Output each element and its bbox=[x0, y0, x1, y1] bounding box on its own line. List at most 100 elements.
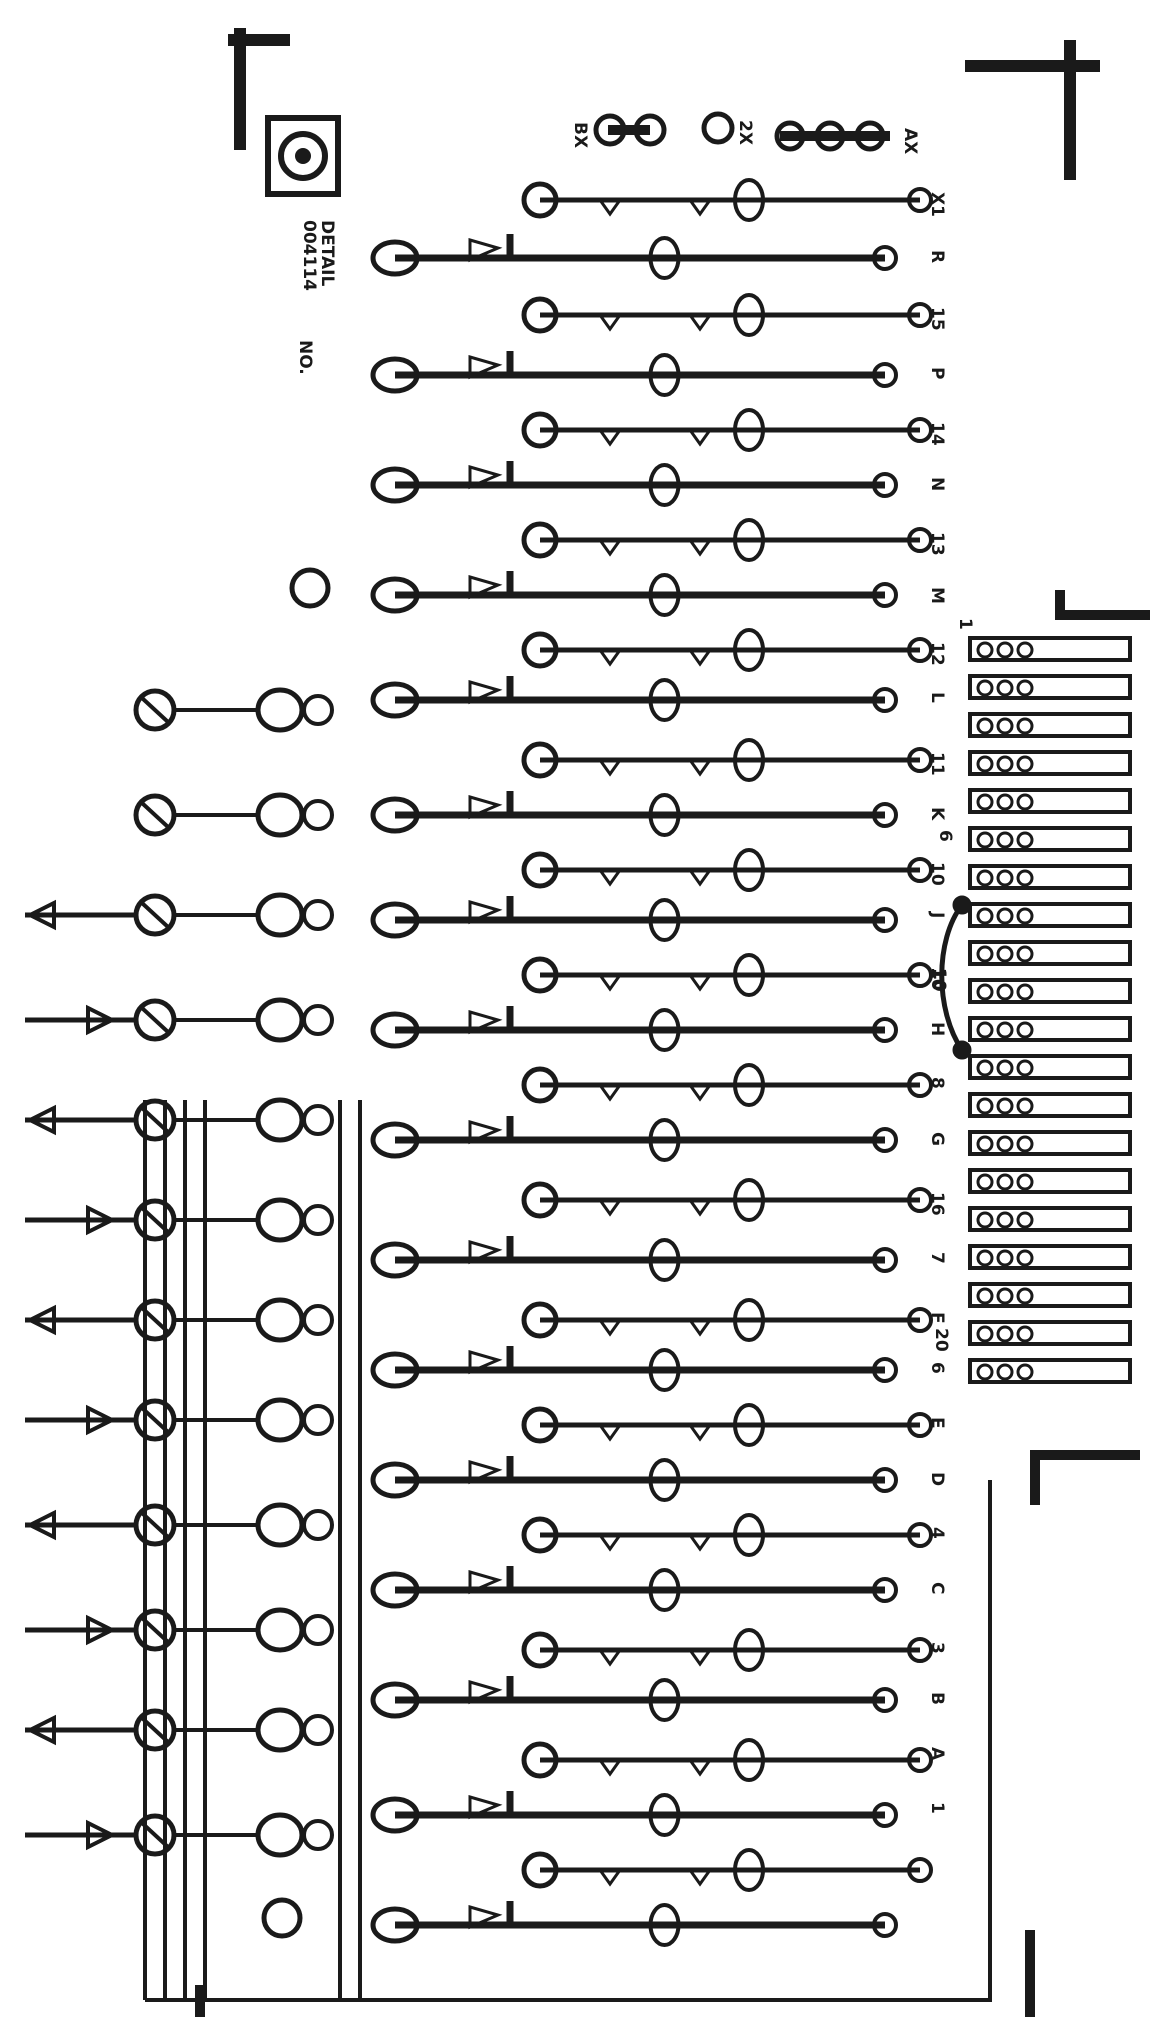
jumper-dot-bottom bbox=[952, 1040, 972, 1060]
trace-mid-pad-28 bbox=[733, 1738, 765, 1782]
resistor-tick-a-18 bbox=[598, 1199, 622, 1217]
terminal-pad-b-4 bbox=[302, 1104, 334, 1136]
connector-pad-20-1 bbox=[996, 1363, 1014, 1381]
connector-finger-2 bbox=[968, 674, 1132, 700]
trace-mid-pad-2 bbox=[733, 293, 765, 337]
trace-end-pad-right-20 bbox=[907, 1307, 933, 1333]
input-arrow-5 bbox=[86, 1204, 117, 1236]
trace-mid-pad-27 bbox=[648, 1678, 681, 1722]
connector-finger-5 bbox=[968, 788, 1132, 814]
trace-mid-pad-0 bbox=[733, 178, 765, 222]
screw-terminal-5 bbox=[133, 1198, 177, 1242]
strip-label-21: 16 bbox=[927, 1192, 947, 1216]
detail-block: DETAIL NO. 004114 bbox=[265, 115, 341, 375]
trace-end-pad-left-19 bbox=[370, 1241, 420, 1279]
trace-end-pad-right-26 bbox=[907, 1637, 933, 1663]
connector-pad-19-2 bbox=[1016, 1325, 1034, 1343]
detail-no-label: NO. bbox=[295, 340, 315, 375]
connector-finger-20 bbox=[968, 1358, 1132, 1384]
connector-pad-15-1 bbox=[996, 1173, 1014, 1191]
terminal-pad-b-2 bbox=[302, 899, 334, 931]
terminal-pad-a-1 bbox=[255, 792, 305, 838]
diode-triangle-1 bbox=[468, 238, 503, 263]
pcb-traces bbox=[25, 28, 1150, 2017]
detail-logo-ring bbox=[278, 131, 328, 181]
trace-end-pad-right-12 bbox=[907, 857, 933, 883]
trace-end-pad-right-10 bbox=[907, 747, 933, 773]
trace-end-pad-right-7 bbox=[872, 582, 898, 608]
trace-end-pad-right-0 bbox=[907, 187, 933, 213]
connector-pad-20-0 bbox=[976, 1363, 994, 1381]
trace-end-pad-left-27 bbox=[370, 1681, 420, 1719]
terminal-pad-b-1 bbox=[302, 799, 334, 831]
strip-label-13: 11 bbox=[927, 752, 947, 776]
connector-finger-11 bbox=[968, 1016, 1132, 1042]
trace-end-pad-right-3 bbox=[872, 362, 898, 388]
connector-pad-12-2 bbox=[1016, 1059, 1034, 1077]
connector-finger-17 bbox=[968, 1244, 1132, 1270]
trace-end-pad-left-6 bbox=[521, 521, 559, 559]
strip-label-8: N bbox=[927, 477, 947, 491]
resistor-tick-a-24 bbox=[598, 1534, 622, 1552]
diode-triangle-11 bbox=[468, 795, 503, 820]
connector-pad-14-2 bbox=[1016, 1135, 1034, 1153]
resistor-tick-a-30 bbox=[598, 1869, 622, 1887]
connector-pad-15-0 bbox=[976, 1173, 994, 1191]
trace-mid-pad-16 bbox=[733, 1063, 765, 1107]
screw-terminal-0 bbox=[133, 688, 177, 732]
diode-triangle-23 bbox=[468, 1460, 503, 1485]
terminal-pad-a-5 bbox=[255, 1197, 305, 1243]
connector-pad-3-0 bbox=[976, 717, 994, 735]
connector-finger-3 bbox=[968, 712, 1132, 738]
terminal-pad-a-2 bbox=[255, 892, 305, 938]
connector-finger-8 bbox=[968, 902, 1132, 928]
strip-label-29: 3 bbox=[927, 1642, 947, 1654]
trace-end-pad-left-29 bbox=[370, 1796, 420, 1834]
connector-pin-6-label: 6 bbox=[935, 830, 955, 842]
connector-pad-9-1 bbox=[996, 945, 1014, 963]
strip-label-23: F bbox=[927, 1312, 947, 1324]
trace-mid-pad-14 bbox=[733, 953, 765, 997]
connector-pad-7-1 bbox=[996, 869, 1014, 887]
trace-mid-pad-30 bbox=[733, 1848, 765, 1892]
connector-pad-11-0 bbox=[976, 1021, 994, 1039]
connector-finger-14 bbox=[968, 1130, 1132, 1156]
resistor-tick-b-0 bbox=[688, 199, 712, 217]
trace-end-pad-right-2 bbox=[907, 302, 933, 328]
pad-2x bbox=[701, 111, 735, 145]
resistor-tick-a-14 bbox=[598, 974, 622, 992]
connector-pad-1-1 bbox=[996, 641, 1014, 659]
strip-label-10: M bbox=[927, 587, 947, 604]
connector-pad-12-1 bbox=[996, 1059, 1014, 1077]
resistor-tick-b-12 bbox=[688, 869, 712, 887]
terminal-pad-a-6 bbox=[255, 1297, 305, 1343]
connector-finger-10 bbox=[968, 978, 1132, 1004]
trace-mid-pad-13 bbox=[648, 898, 681, 942]
resistor-tick-a-10 bbox=[598, 759, 622, 777]
trace-mid-pad-12 bbox=[733, 848, 765, 892]
trace-end-pad-left-17 bbox=[370, 1121, 420, 1159]
connector-pad-10-1 bbox=[996, 983, 1014, 1001]
trace-end-pad-right-17 bbox=[872, 1127, 898, 1153]
connector-pad-6-2 bbox=[1016, 831, 1034, 849]
connector-pad-17-1 bbox=[996, 1249, 1014, 1267]
screw-terminal-8 bbox=[133, 1503, 177, 1547]
detail-number: 004114 bbox=[299, 220, 319, 291]
connector-pad-18-2 bbox=[1016, 1287, 1034, 1305]
trace-end-pad-left-2 bbox=[521, 296, 559, 334]
strip-label-9: 13 bbox=[927, 532, 947, 556]
strip-label-25: E bbox=[927, 1417, 947, 1429]
strip-label-3: X1 bbox=[927, 192, 947, 217]
trace-end-pad-left-31 bbox=[370, 1906, 420, 1944]
terminal-pad-a-7 bbox=[255, 1397, 305, 1443]
connector-pad-20-2 bbox=[1016, 1363, 1034, 1381]
trace-end-pad-right-9 bbox=[872, 687, 898, 713]
connector-pad-18-1 bbox=[996, 1287, 1014, 1305]
trace-end-pad-left-11 bbox=[370, 796, 420, 834]
connector-pad-16-2 bbox=[1016, 1211, 1034, 1229]
strip-label-19: 8 bbox=[927, 1077, 947, 1089]
detail-logo-core bbox=[295, 148, 311, 164]
resistor-tick-a-4 bbox=[598, 429, 622, 447]
trace-end-pad-right-15 bbox=[872, 1017, 898, 1043]
trace-end-pad-left-24 bbox=[521, 1516, 559, 1554]
